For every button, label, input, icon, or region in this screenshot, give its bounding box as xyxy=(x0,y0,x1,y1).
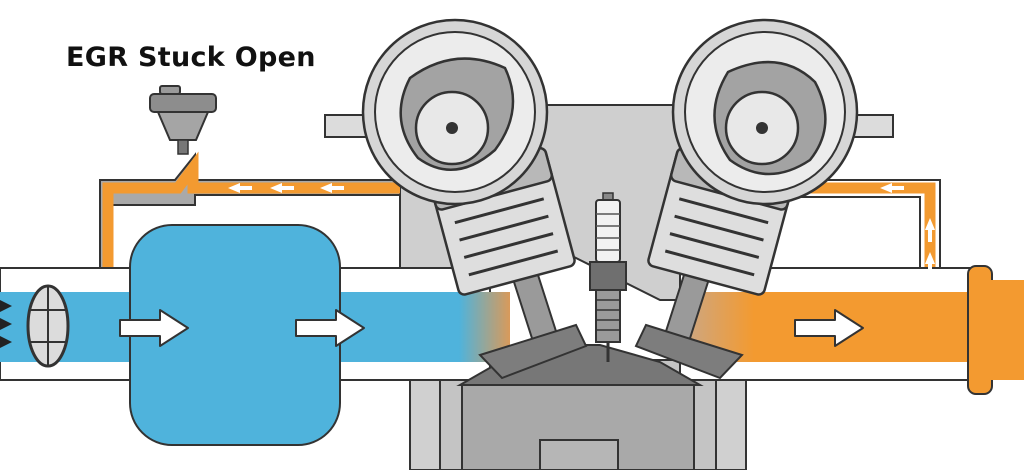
intake-inlet-marks xyxy=(0,300,12,348)
diagram-title: EGR Stuck Open xyxy=(66,42,316,73)
flow-arrow-icon xyxy=(119,309,864,347)
egr-flow-arrows xyxy=(228,183,935,274)
throttle-plate-icon xyxy=(26,284,70,368)
intake-camshaft-icon xyxy=(361,18,549,206)
spark-plug-icon xyxy=(589,192,627,362)
exhaust-camshaft-icon xyxy=(671,18,859,206)
egr-valve-icon xyxy=(149,85,217,155)
